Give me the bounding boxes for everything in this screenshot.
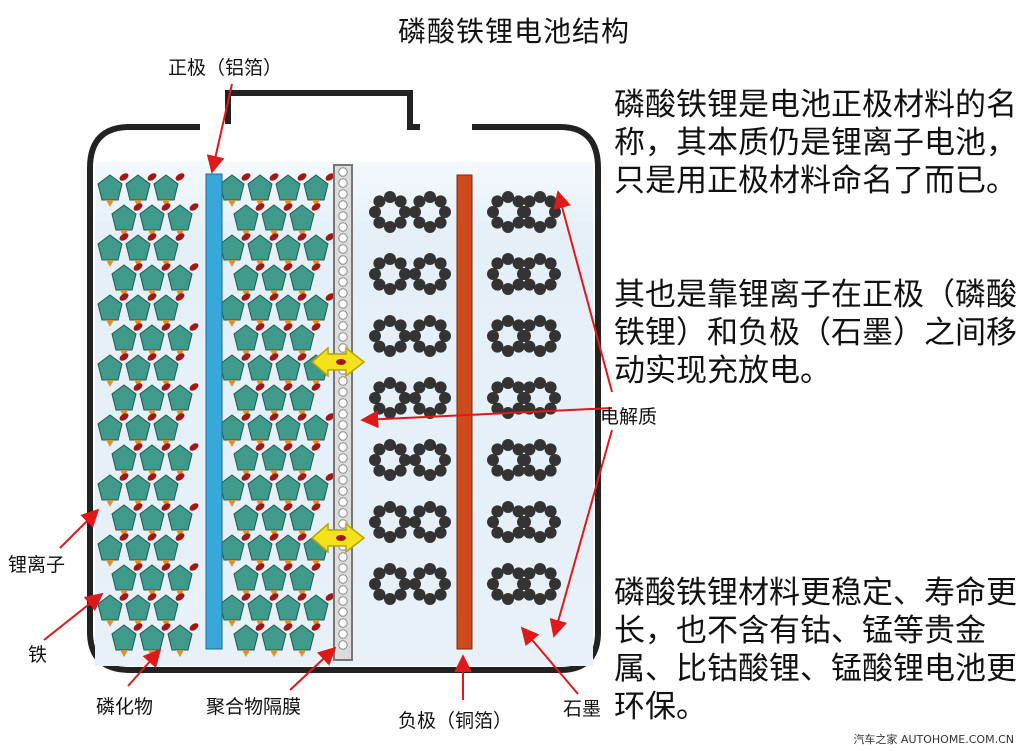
pointer-positive	[206, 83, 233, 174]
label-iron: 铁	[28, 644, 48, 666]
label-positive-electrode: 正极（铝箔）	[168, 57, 283, 79]
label-phosphate: 磷化物	[96, 696, 154, 718]
description-paragraph-3: 磷酸铁锂材料更稳定、寿命更长，也不含有钴、锰等贵金属、比钴酸锂、锰酸锂电池更环保…	[614, 575, 1017, 725]
ion-movement-arrow-upper	[310, 346, 366, 378]
label-lithium-ion: 锂离子	[8, 554, 66, 576]
watermark: 汽车之家 AUTOHOME.COM.CN	[853, 733, 1014, 746]
label-electrolyte: 电解质	[600, 406, 658, 428]
pointer-electrolyte-top	[553, 190, 613, 393]
pointer-phosphate	[127, 648, 162, 687]
battery-casing	[87, 90, 601, 673]
label-graphite: 石墨	[563, 698, 602, 720]
label-separator: 聚合物隔膜	[206, 696, 302, 718]
pointer-electrolyte-center	[360, 407, 613, 429]
pointer-lithium-ion	[59, 508, 100, 549]
pointer-electrolyte-bottom	[549, 429, 613, 638]
label-negative-electrode: 负极（铜箔）	[398, 710, 513, 732]
graphite-rings	[369, 191, 561, 605]
description-paragraph-2: 其也是靠锂离子在正极（磷酸铁锂）和负极（石墨）之间移动实现充放电。	[614, 277, 1017, 389]
aluminum-foil	[205, 173, 223, 650]
description-paragraph-1: 磷酸铁锂是电池正极材料的名称，其本质仍是锂离子电池，只是用正极材料命名了而已。	[614, 87, 1017, 199]
pointer-separator	[289, 646, 337, 691]
diagram-title: 磷酸铁锂电池结构	[398, 15, 631, 48]
annotation-pointers	[43, 83, 613, 700]
copper-foil	[456, 174, 473, 650]
pointer-iron	[43, 592, 104, 641]
ion-movement-arrow-lower	[310, 522, 366, 554]
pointer-graphite	[520, 626, 579, 695]
cathode-crystals-right	[219, 173, 335, 657]
